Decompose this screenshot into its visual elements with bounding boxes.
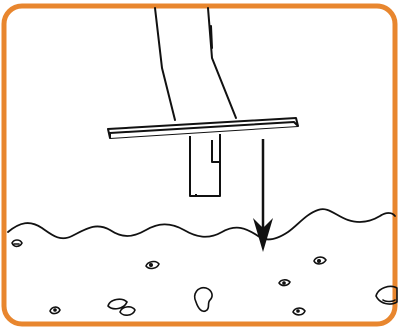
- tool-crossbar: [108, 118, 298, 138]
- pebble-icon: [12, 240, 22, 246]
- soil-particles: [12, 240, 397, 315]
- seed-icon: [195, 288, 212, 312]
- soil-surface-line: [8, 209, 395, 239]
- tool-blade: [190, 134, 220, 196]
- tool-handle: [155, 8, 236, 120]
- orange-frame: [4, 6, 395, 324]
- pebble-icon: [120, 307, 135, 315]
